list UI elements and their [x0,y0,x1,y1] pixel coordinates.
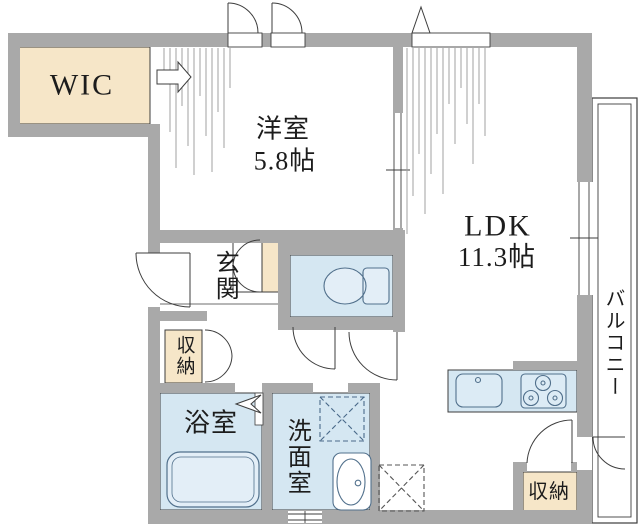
living-storage-label: 収納 [528,481,570,503]
balcony-outline [591,97,638,524]
ldk-size: 11.3帖 [457,242,537,273]
washing-machine-space-icon [319,396,365,442]
hall-storage-box [164,329,203,384]
balcony-door-icon [592,436,626,470]
bath-folding-door-arrow-icon [234,394,262,414]
ldk-label: LDK [464,209,532,243]
refrigerator-space-icon [378,464,425,512]
living-storage-door-icon [526,419,573,464]
shoe-closet-doors-icon [232,239,261,293]
bathroom-label: 浴室 [183,408,239,438]
partition-window-icon [386,113,410,228]
ldk-door-icon [348,331,398,381]
hall-storage-label: 収納 [173,335,195,377]
balcony-label: バルコニー [602,288,624,398]
door-arc-icons [135,239,626,470]
western-room-label: 洋室 [255,114,311,144]
window-sash-icons [227,2,303,34]
kitchen-sink-icon [455,373,503,408]
shoe-closet-panel [261,239,281,293]
washroom-label: 洗面室 [283,418,310,496]
balcony-window-icon [570,182,598,295]
western-room-size: 5.8帖 [253,146,317,176]
wic-label: WIC [49,68,115,102]
washbasin-icon [332,452,372,511]
window-icons [148,2,598,523]
toilet-icon [323,267,390,305]
hatch-lines-bedroom [163,48,231,175]
wic-room [14,46,151,125]
hall-storage-doors-icon [204,329,233,383]
vent-triangle-icon [411,5,431,34]
entrance-label: 玄関 [211,250,238,302]
bathtub-icon [166,451,260,508]
ldk-top-window-icon [411,32,491,48]
entry-door-arc-icon [135,252,191,308]
stove-icon [520,373,567,409]
hatch-lines-ldk [406,48,486,234]
wic-entry-arrow-icon [156,60,192,94]
washroom-door-icon [292,326,336,370]
washroom-window-icon [288,511,322,523]
